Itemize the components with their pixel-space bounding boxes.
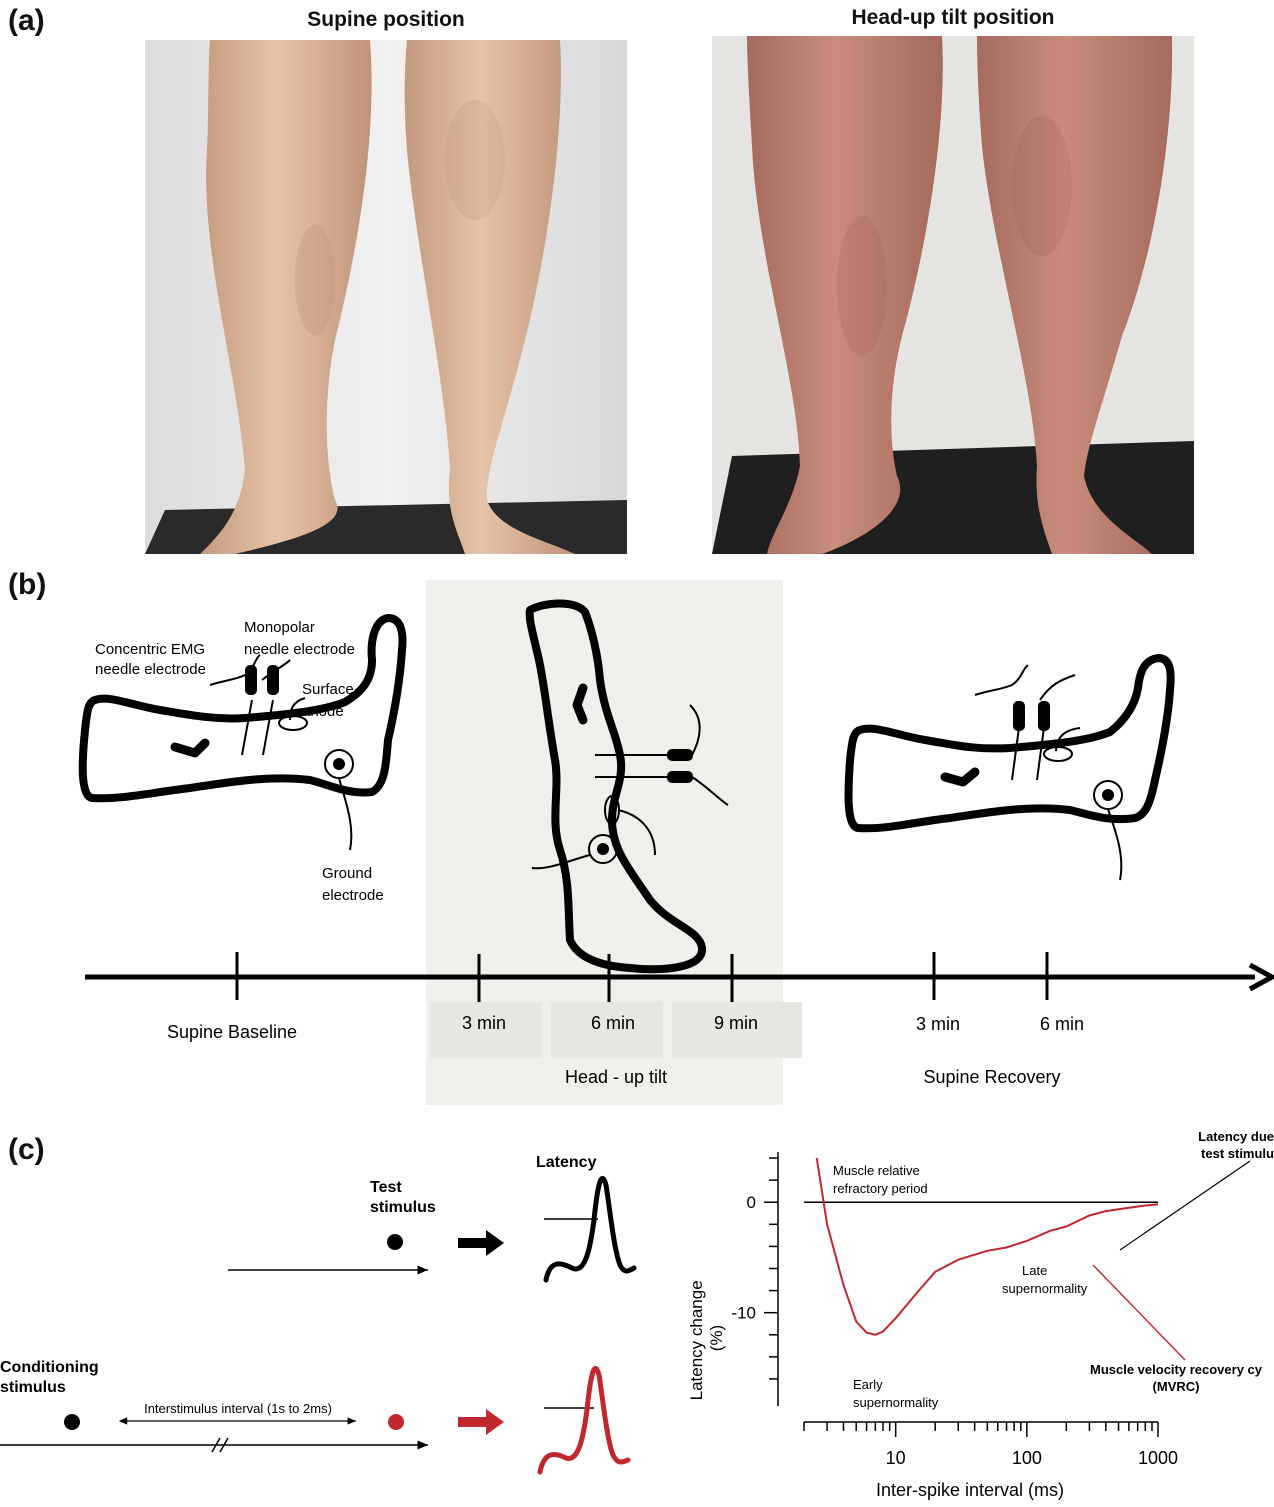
supine-recovery-label: Supine Recovery — [923, 1067, 1060, 1087]
test-stimulus-dot — [387, 1234, 403, 1250]
x-tick-label: 10 — [886, 1448, 906, 1468]
y-tick-label: 0 — [747, 1193, 756, 1212]
annotation-mvrc: Muscle velocity recovery cy(MVRC) — [1090, 1362, 1263, 1394]
tilt-tick-3min: 3 min — [462, 1013, 506, 1033]
tilt-tick-6min: 6 min — [591, 1013, 635, 1033]
test-stimulus-dot-conditioned — [388, 1414, 404, 1430]
x-tick-label: 100 — [1012, 1448, 1042, 1468]
supine-photo-title: Supine position — [145, 8, 627, 32]
tilt-legs-photo — [712, 36, 1194, 554]
interstimulus-interval-label: Interstimulus interval (1s to 2ms) — [144, 1401, 332, 1416]
supine-leg-recovery-illustration — [848, 658, 1170, 828]
recovery-tick-3min: 3 min — [916, 1014, 960, 1034]
recovery-tick-6min: 6 min — [1040, 1014, 1084, 1034]
y-axis-label-line2: (%) — [707, 1325, 726, 1351]
annotation-leader-mvrc — [1093, 1265, 1185, 1360]
test-response-waveform — [546, 1178, 634, 1280]
recovery-electrodes — [975, 665, 1122, 880]
chart-axes: 0 -10 10 100 1000 — [731, 1152, 1178, 1468]
y-tick-label: -10 — [731, 1304, 756, 1323]
supine-baseline-label: Supine Baseline — [167, 1022, 297, 1042]
latency-label: Latency — [536, 1154, 597, 1171]
mvrc-chart: 0 -10 10 100 1000 Latency change (%) Inter-s… — [680, 1130, 1274, 1507]
test-output-arrow — [458, 1230, 504, 1256]
panel-a-label: (a) — [8, 4, 45, 38]
conditioned-output-arrow — [458, 1409, 504, 1435]
y-axis-label: Latency change (%) — [687, 1276, 726, 1401]
x-axis-label: Inter-spike interval (ms) — [876, 1480, 1064, 1500]
supine-legs-photo — [145, 40, 627, 554]
tilt-photo-title: Head-up tilt position — [712, 6, 1194, 30]
head-up-tilt-label: Head - up tilt — [565, 1067, 667, 1087]
y-axis-label-line1: Latency change — [687, 1280, 706, 1400]
conditioned-response-waveform — [540, 1368, 628, 1472]
x-tick-label: 1000 — [1138, 1448, 1178, 1468]
tilt-tick-9min: 9 min — [714, 1013, 758, 1033]
conditioning-stimulus-dot — [64, 1414, 80, 1430]
